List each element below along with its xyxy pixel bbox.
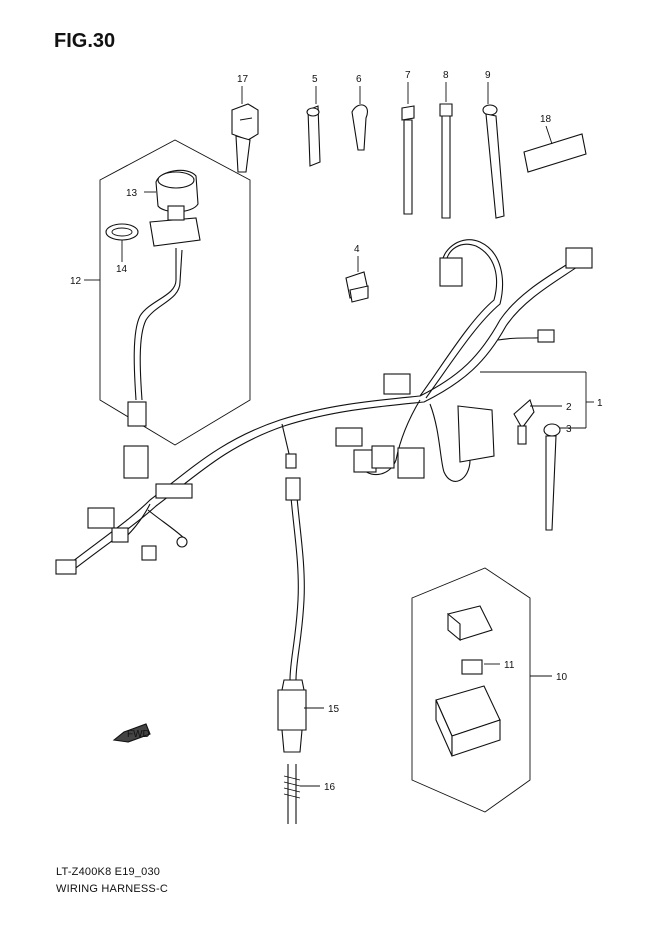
fwd-arrow-icon: FWD (112, 723, 151, 743)
callout-10: 10 (556, 672, 568, 683)
cable-tie-7-part (401, 105, 415, 215)
group-box-ignition (99, 139, 251, 446)
harness-connector-mid (383, 373, 411, 395)
cable-tie-8-part (439, 103, 453, 219)
callout-18: 18 (540, 114, 552, 125)
clamp-6-part (351, 104, 368, 151)
callout-13: 13 (126, 188, 138, 199)
callout-14: 14 (116, 264, 128, 275)
label-sticker-part (523, 133, 587, 173)
clamp-4-part (345, 271, 369, 303)
ignition-lead (133, 248, 177, 401)
cable-tie-9-part (482, 104, 505, 219)
callout-15: 15 (328, 704, 340, 715)
fwd-label: FWD (127, 729, 150, 740)
callout-4: 4 (354, 244, 360, 255)
spring-part (283, 764, 301, 824)
ignition-connector (127, 401, 147, 427)
fuse-part (461, 659, 483, 675)
callout-7: 7 (405, 70, 411, 81)
clamp-3-part (543, 423, 561, 531)
callout-11: 11 (504, 660, 515, 671)
callout-9: 9 (485, 70, 491, 81)
sensor-lead (289, 483, 299, 681)
callout-12: 12 (70, 276, 82, 287)
harness-connector-right (565, 247, 593, 269)
ignition-switch-part (149, 169, 201, 247)
callout-17: 17 (237, 74, 249, 85)
figure-title: FIG.30 (54, 30, 116, 52)
sensor-part (277, 679, 307, 753)
leader-lines (84, 82, 594, 787)
callout-2: 2 (566, 402, 572, 413)
clamp-5-part (306, 105, 321, 167)
group-box-relay (411, 567, 531, 813)
section-title: WIRING HARNESS-C (56, 883, 168, 895)
callout-1: 1 (597, 398, 603, 409)
callout-5: 5 (312, 74, 318, 85)
key-part (231, 103, 259, 173)
harness-connector-far-left (123, 445, 149, 479)
relay-cover-part (447, 605, 493, 642)
model-code: LT-Z400K8 E19_030 (56, 866, 161, 878)
harness-coupler (457, 405, 495, 463)
harness-connector-left (335, 427, 363, 447)
relay-part (435, 685, 501, 757)
callout-3: 3 (566, 424, 572, 435)
callout-6: 6 (356, 74, 362, 85)
harness-connector-block (397, 447, 425, 479)
ring-nut-part (105, 223, 139, 241)
clamp-2-part (513, 399, 535, 445)
harness-connector-small (537, 329, 555, 343)
callout-8: 8 (443, 70, 449, 81)
harness-connector-top (439, 257, 463, 287)
callout-16: 16 (324, 782, 336, 793)
